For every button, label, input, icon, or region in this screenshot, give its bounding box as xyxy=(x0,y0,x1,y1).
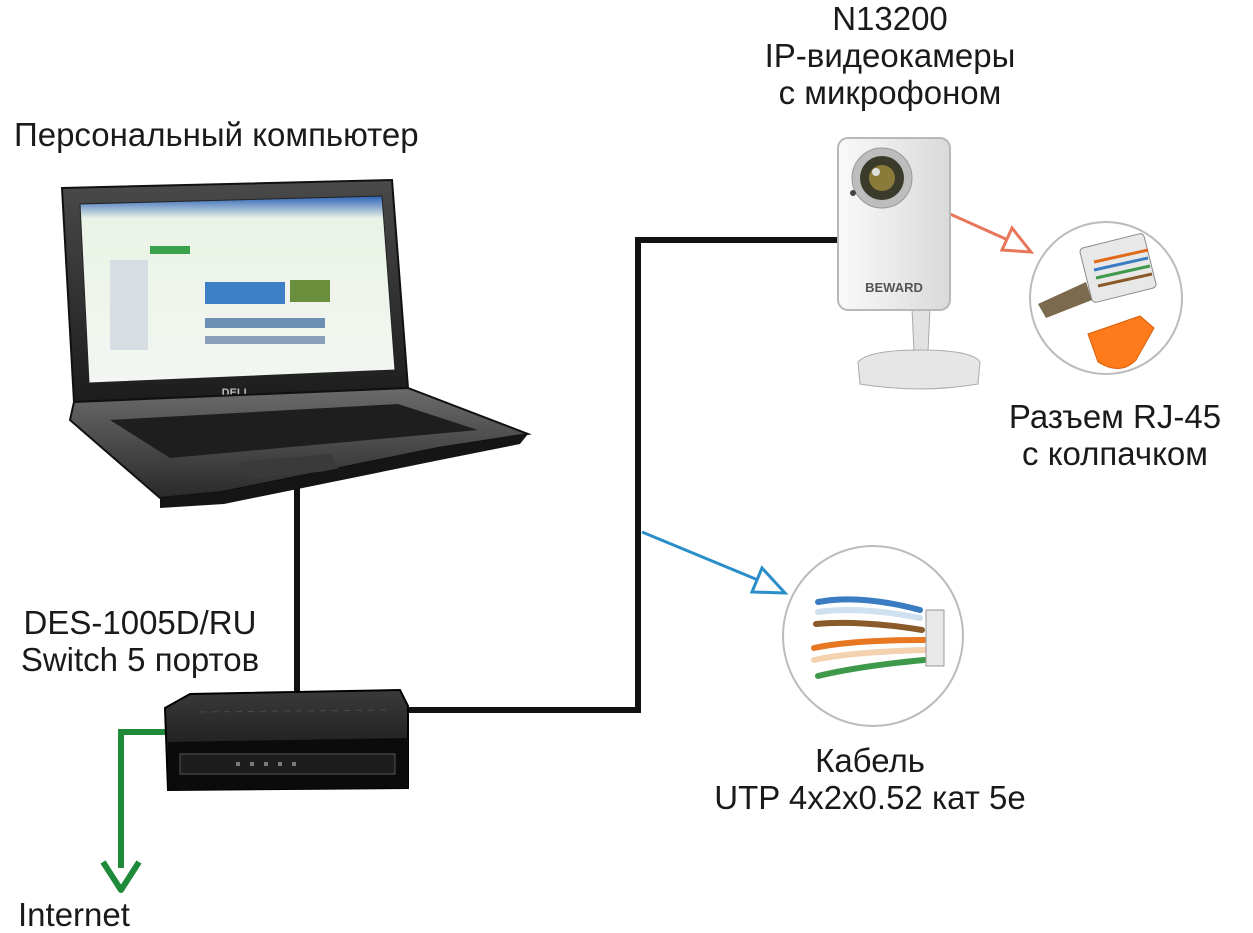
switch-icon xyxy=(163,688,409,792)
switch-camera-wire xyxy=(400,237,840,713)
laptop-icon: DELL xyxy=(60,178,532,508)
camera-label: N13200 IP-видеокамеры с микрофоном xyxy=(700,0,1080,111)
internet-label: Internet xyxy=(18,896,130,933)
utp-cable-icon xyxy=(782,545,964,727)
computer-label: Персональный компьютер xyxy=(14,116,419,153)
connection-wires xyxy=(294,237,840,713)
cable-label-line2: UTP 4x2x0.52 кат 5е xyxy=(714,779,1026,816)
internet-arrow xyxy=(100,729,170,893)
connector-label: Разъем RJ-45 с колпачком xyxy=(990,398,1240,472)
ip-camera-icon: BEWARD xyxy=(837,137,981,390)
switch-label-line1: DES-1005D/RU xyxy=(23,604,257,641)
cable-label: Кабель UTP 4x2x0.52 кат 5е xyxy=(680,742,1060,816)
cable-label-line1: Кабель xyxy=(815,742,925,779)
camera-callout-arrow xyxy=(949,212,1035,254)
cable-callout-arrow xyxy=(641,530,789,595)
camera-model: N13200 xyxy=(832,0,948,37)
connector-label-line2: с колпачком xyxy=(1022,435,1208,472)
camera-label-line1: IP-видеокамеры xyxy=(764,37,1016,74)
camera-label-line2: с микрофоном xyxy=(778,74,1002,111)
switch-label-line2: Switch 5 портов xyxy=(20,641,260,678)
connector-label-line1: Разъем RJ-45 xyxy=(1008,398,1222,435)
switch-label: DES-1005D/RU Switch 5 портов xyxy=(0,604,280,678)
rj45-connector-icon xyxy=(1029,221,1183,375)
camera-brand-logo: BEWARD xyxy=(865,280,923,295)
